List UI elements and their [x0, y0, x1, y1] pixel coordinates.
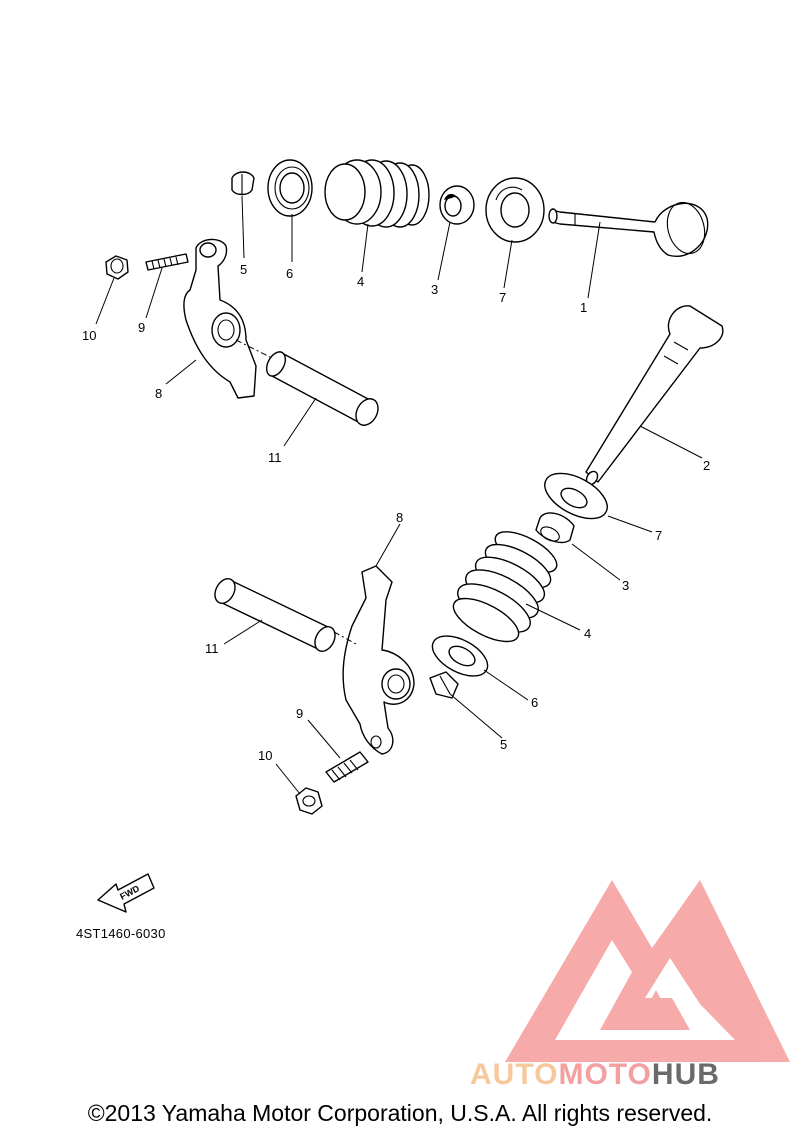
nut-10 [105, 255, 129, 280]
valve-1 [548, 201, 709, 257]
automotohub-logo [505, 880, 790, 1062]
callout-lower-11: 11 [205, 641, 219, 656]
callout-upper-4: 4 [357, 274, 364, 289]
oil-seal-3-lower [535, 512, 575, 544]
fwd-arrow-icon: FWD [97, 873, 155, 913]
part-code: 4ST1460-6030 [76, 926, 166, 941]
callout-lower-4: 4 [584, 626, 591, 641]
copyright-notice: ©2013 Yamaha Motor Corporation, U.S.A. A… [87, 1100, 713, 1126]
valve-spring-4-lower [452, 531, 558, 643]
callout-lower-9: 9 [296, 706, 303, 721]
callout-upper-8: 8 [155, 386, 162, 401]
callout-lower-8: 8 [396, 510, 403, 525]
callout-lower-2: 2 [703, 458, 710, 473]
spring-seat-7 [485, 177, 545, 243]
callout-upper-9: 9 [138, 320, 145, 335]
watermark-auto: AUTO [470, 1058, 559, 1091]
callout-upper-6: 6 [286, 266, 293, 281]
watermark-hub: HUB [651, 1058, 720, 1091]
callout-upper-3: 3 [431, 282, 438, 297]
retainer-6-lower [431, 635, 489, 677]
callout-upper-11: 11 [268, 450, 282, 465]
spring-seat-7-lower [544, 472, 608, 520]
callout-lower-7: 7 [655, 528, 662, 543]
callout-upper-10: 10 [82, 328, 96, 343]
adjust-screw-9-lower [325, 751, 369, 783]
cotter-5-lower [429, 671, 459, 699]
retainer-6 [267, 159, 313, 217]
valve-2 [585, 305, 724, 486]
rocker-arm-8-lower [342, 565, 415, 755]
callout-lower-10: 10 [258, 748, 272, 763]
watermark-text: AUTOMOTOHUB [470, 1058, 720, 1092]
callout-upper-5: 5 [240, 262, 247, 277]
nut-10-lower [295, 787, 323, 815]
callout-upper-7: 7 [499, 290, 506, 305]
oil-seal-3 [439, 185, 475, 225]
callouts-upper: 5 6 4 3 7 1 10 9 8 11 [82, 262, 587, 465]
callout-lower-5: 5 [500, 737, 507, 752]
adjust-screw-9 [145, 253, 189, 271]
cotter-5 [231, 171, 255, 196]
callout-lower-3: 3 [622, 578, 629, 593]
watermark-moto: MOTO [558, 1058, 652, 1091]
callout-upper-1: 1 [580, 300, 587, 315]
callouts-lower: 2 7 3 4 6 5 8 11 9 10 [205, 458, 710, 763]
rocker-shaft-11 [265, 351, 379, 426]
valve-spring-4 [324, 159, 430, 228]
callout-lower-6: 6 [531, 695, 538, 710]
rocker-shaft-11-lower [214, 578, 336, 652]
rocker-arm-8 [183, 238, 257, 399]
